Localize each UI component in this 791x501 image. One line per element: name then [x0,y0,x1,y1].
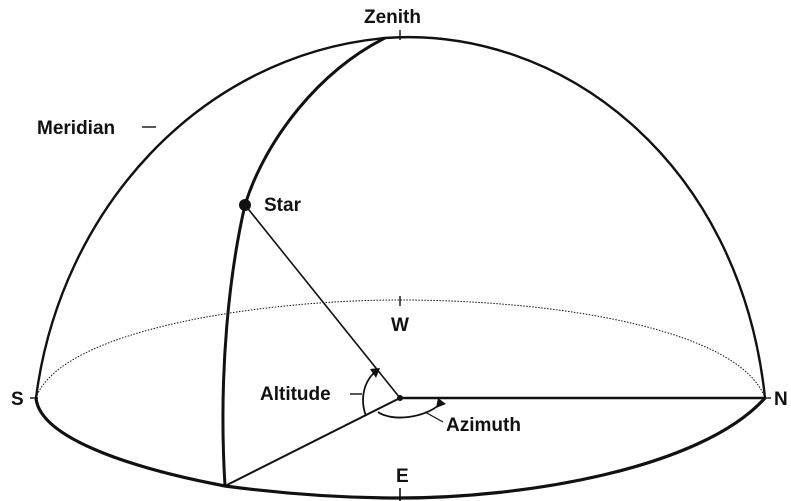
horizon-front-arc [34,396,767,500]
azimuth-label: Azimuth [446,415,521,436]
meridian-label: Meridian [37,118,115,139]
azimuth-arc [377,403,441,419]
horizon-projection-line [224,397,401,487]
south-label: S [11,389,24,410]
altitude-label: Altitude [260,384,331,405]
observer-star-line [244,204,401,399]
star-label: Star [264,195,302,216]
azimuth-arrowhead [436,398,446,408]
observer-point [397,395,403,401]
meridian-circle [34,35,767,399]
north-label: N [774,389,788,410]
east-label: E [396,466,409,487]
horizon-back-arc [35,299,766,399]
altitude-arrowhead [370,368,380,378]
altitude-arc [362,370,377,417]
west-label: W [391,315,409,336]
azimuth-leader [424,411,444,423]
star-point [239,199,251,211]
zenith-label: Zenith [364,7,421,28]
